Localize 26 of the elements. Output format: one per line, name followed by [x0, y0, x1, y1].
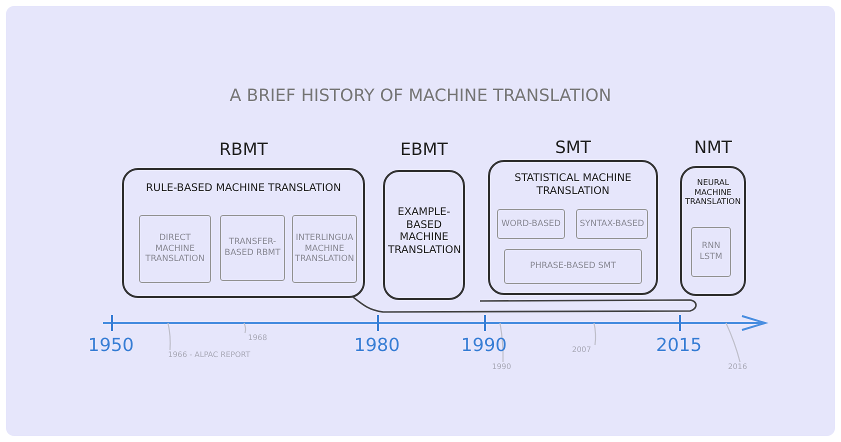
sub-box: TRANSFER-BASED RBMT — [220, 215, 285, 281]
leader-line — [499, 322, 504, 362]
sub-box: WORD-BASED — [497, 209, 565, 239]
sub-box: RNN LSTM — [691, 227, 731, 277]
leader-line — [167, 322, 171, 350]
connector-line — [352, 296, 696, 313]
group-title: NEURAL MACHINE TRANSLATION — [684, 178, 742, 207]
sub-box: DIRECT MACHINE TRANSLATION — [139, 215, 211, 283]
year-label: 1990 — [461, 335, 507, 356]
diagram-title: A BRIEF HISTORY OF MACHINE TRANSLATION — [228, 86, 612, 106]
group-heading: NMT — [693, 138, 733, 158]
leader-line — [243, 322, 246, 334]
year-label: 2015 — [656, 335, 702, 356]
sub-box: INTERLINGUA MACHINE TRANSLATION — [292, 215, 357, 283]
year-label: 1950 — [88, 335, 134, 356]
year-label: 1980 — [354, 335, 400, 356]
group-heading: EBMT — [399, 140, 449, 160]
group-heading: RBMT — [218, 140, 269, 160]
leader-line — [725, 322, 741, 362]
group-title: STATISTICAL MACHINE TRANSLATION — [514, 172, 632, 198]
leader-line — [593, 322, 596, 346]
group-heading: SMT — [554, 138, 592, 158]
group-title: EXAMPLE-BASED MACHINE TRANSLATION — [388, 206, 460, 256]
sub-box: PHRASE-BASED SMT — [504, 249, 642, 284]
group-title: RULE-BASED MACHINE TRANSLATION — [144, 182, 342, 195]
sub-box: SYNTAX-BASED — [576, 209, 648, 239]
